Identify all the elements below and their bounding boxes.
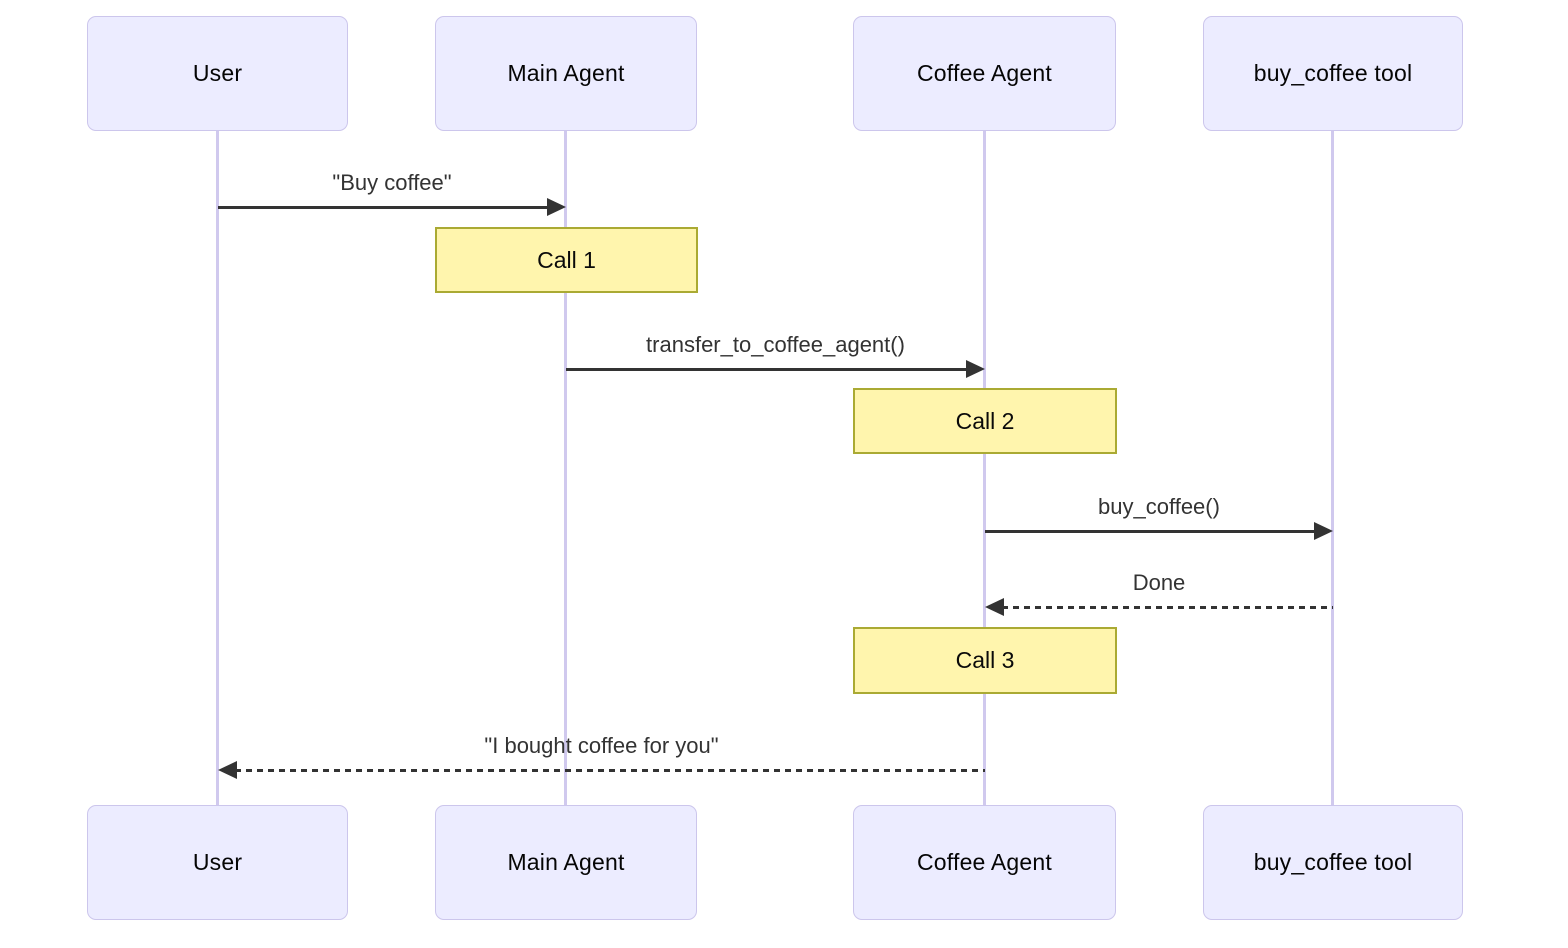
note-label: Call 2 bbox=[955, 407, 1015, 434]
message-label-transfer-to-coffee-agent: transfer_to_coffee_agent() bbox=[646, 332, 905, 357]
arrowhead-right-icon bbox=[547, 198, 566, 216]
message-label-done: Done bbox=[1132, 570, 1186, 595]
message-line-i-bought-coffee bbox=[235, 769, 985, 772]
arrowhead-left-icon bbox=[218, 761, 237, 779]
note-label: Call 1 bbox=[537, 246, 596, 273]
actor-label: User bbox=[192, 849, 243, 875]
message-label-buy-coffee: "Buy coffee" bbox=[332, 170, 452, 195]
arrowhead-right-icon bbox=[1314, 522, 1333, 540]
actor-coffee-agent-top: Coffee Agent bbox=[853, 16, 1116, 131]
actor-main-agent-top: Main Agent bbox=[435, 16, 697, 131]
note-call-1: Call 1 bbox=[435, 227, 698, 293]
actor-main-agent-bottom: Main Agent bbox=[435, 805, 697, 920]
message-line-done bbox=[1002, 606, 1333, 609]
actor-user-bottom: User bbox=[87, 805, 348, 920]
message-label-i-bought-coffee: "I bought coffee for you" bbox=[484, 733, 719, 758]
lifeline-main-agent bbox=[564, 128, 567, 808]
actor-coffee-agent-bottom: Coffee Agent bbox=[853, 805, 1116, 920]
message-line-buy-coffee bbox=[218, 206, 550, 209]
actor-buy-coffee-tool-top: buy_coffee tool bbox=[1203, 16, 1463, 131]
lifeline-user bbox=[216, 128, 219, 808]
actor-label: Main Agent bbox=[507, 849, 625, 875]
message-line-buy-coffee-call bbox=[985, 530, 1317, 533]
actor-label: buy_coffee tool bbox=[1253, 849, 1413, 875]
actor-label: Coffee Agent bbox=[917, 849, 1052, 875]
actor-buy-coffee-tool-bottom: buy_coffee tool bbox=[1203, 805, 1463, 920]
actor-label: Coffee Agent bbox=[917, 60, 1052, 86]
actor-label: User bbox=[192, 60, 243, 86]
note-label: Call 3 bbox=[955, 647, 1015, 673]
arrowhead-left-icon bbox=[985, 598, 1004, 616]
arrowhead-right-icon bbox=[966, 360, 985, 378]
actor-label: Main Agent bbox=[507, 60, 625, 86]
actor-label: buy_coffee tool bbox=[1253, 60, 1413, 86]
lifeline-buy-coffee-tool bbox=[1331, 128, 1334, 808]
lifeline-coffee-agent bbox=[983, 128, 986, 808]
message-label-buy-coffee-call: buy_coffee() bbox=[1098, 494, 1220, 519]
note-call-3: Call 3 bbox=[853, 627, 1117, 694]
message-line-transfer-to-coffee-agent bbox=[566, 368, 969, 371]
actor-user-top: User bbox=[87, 16, 348, 131]
note-call-2: Call 2 bbox=[853, 388, 1117, 454]
